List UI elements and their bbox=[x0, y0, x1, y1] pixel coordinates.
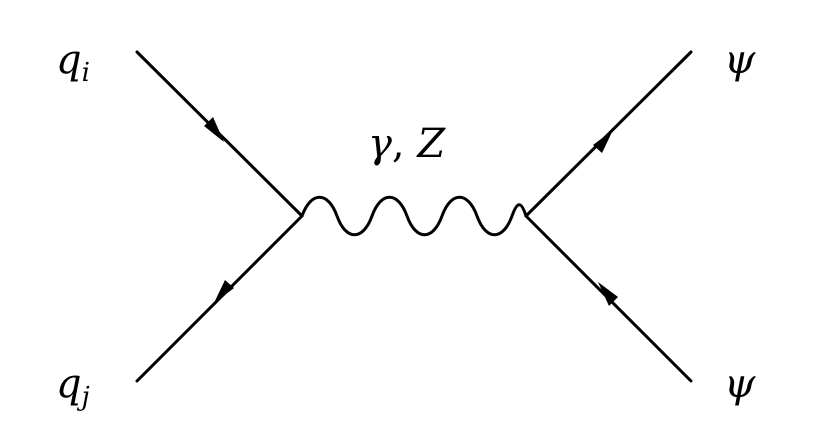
arrow-psi-top bbox=[593, 130, 613, 153]
label-psi-top: ψ bbox=[724, 40, 755, 80]
arrow-psi-bottom bbox=[598, 282, 618, 306]
label-quark-j-symbol: q bbox=[56, 361, 82, 407]
label-propagator-gamma: γ bbox=[368, 121, 392, 167]
arrow-qj bbox=[214, 280, 234, 303]
boson-propagator bbox=[300, 195, 528, 237]
label-propagator-z: Z bbox=[417, 121, 446, 167]
label-quark-i-symbol: q bbox=[56, 37, 82, 83]
label-quark-i: qi bbox=[56, 37, 90, 86]
label-propagator: γ, Z bbox=[368, 124, 445, 164]
label-quark-j-subscript: j bbox=[81, 382, 90, 412]
label-psi-top-symbol: ψ bbox=[724, 37, 756, 83]
label-quark-i-subscript: i bbox=[81, 58, 90, 88]
label-propagator-separator: , bbox=[391, 121, 418, 167]
label-quark-j: qj bbox=[56, 361, 90, 410]
label-psi-bottom: ψ bbox=[724, 364, 755, 404]
label-psi-bottom-symbol: ψ bbox=[724, 361, 756, 407]
arrow-qi bbox=[204, 117, 224, 142]
